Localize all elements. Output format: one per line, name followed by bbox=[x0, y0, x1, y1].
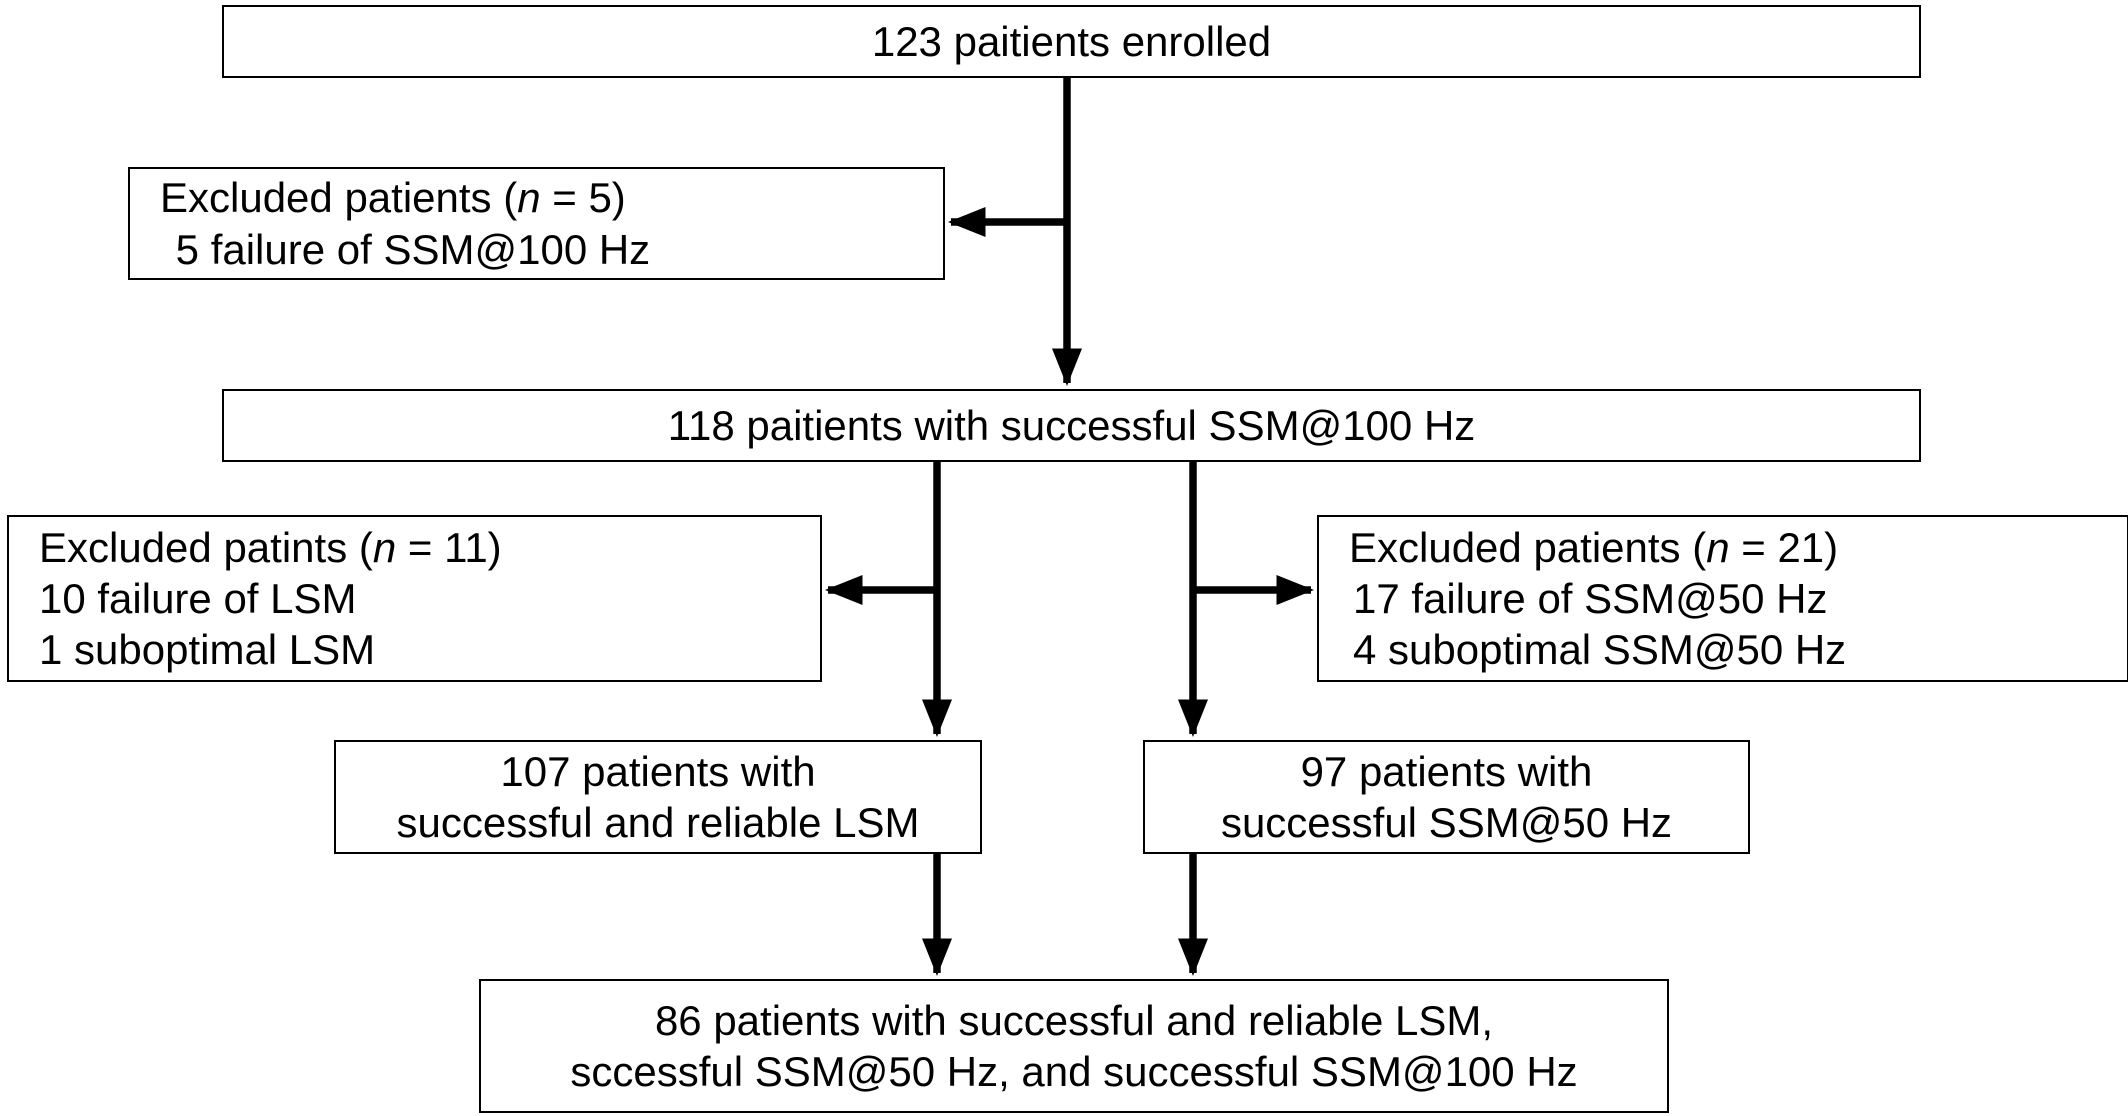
final-cohort-line-2: sccessful SSM@50 Hz, and successful SSM@… bbox=[570, 1048, 1578, 1095]
reliable-lsm-line-1: 107 patients with bbox=[500, 747, 816, 795]
excluded-lsm-box: Excluded patints (n = 11) 10 failure of … bbox=[7, 515, 822, 682]
heading-suffix: = 5) bbox=[540, 174, 626, 222]
final-cohort-line-1: 86 patients with successful and reliable… bbox=[654, 996, 1494, 1044]
successful-ssm50-box: 97 patients with successful SSM@50 Hz bbox=[1143, 740, 1750, 854]
heading-prefix: Excluded patients ( bbox=[1349, 523, 1707, 571]
enrolled-text: 123 paitients enrolled bbox=[871, 17, 1272, 65]
excluded-lsm-heading: Excluded patints (n = 11) bbox=[39, 522, 820, 573]
successful-ssm100-box: 118 paitients with successful SSM@100 Hz bbox=[222, 389, 1921, 462]
heading-suffix: = 21) bbox=[1729, 523, 1839, 571]
excluded-ssm50-reason-2: 4 suboptimal SSM@50 Hz bbox=[1353, 626, 1847, 674]
excluded-ssm50-box: Excluded patients (n = 21) 17 failure of… bbox=[1317, 515, 2128, 682]
successful-ssm50-line-2: successful SSM@50 Hz bbox=[1220, 799, 1673, 846]
excluded-lsm-reason-1: 10 failure of LSM bbox=[39, 574, 357, 622]
heading-suffix: = 11) bbox=[396, 523, 502, 571]
excluded-lsm-reason-2: 1 suboptimal LSM bbox=[39, 626, 376, 674]
final-cohort-box: 86 patients with successful and reliable… bbox=[479, 979, 1669, 1113]
excluded-ssm100-box: Excluded patients (n = 5) 5 failure of S… bbox=[128, 167, 945, 280]
successful-ssm100-text: 118 paitients with successful SSM@100 Hz bbox=[667, 401, 1476, 449]
enrolled-box: 123 paitients enrolled bbox=[222, 5, 1921, 78]
heading-italic-n: n bbox=[517, 174, 541, 222]
excluded-ssm100-reason: 5 failure of SSM@100 Hz bbox=[164, 225, 651, 273]
heading-prefix: Excluded patients ( bbox=[160, 174, 518, 222]
excluded-ssm100-heading: Excluded patients (n = 5) bbox=[160, 172, 943, 223]
reliable-lsm-line-2: successful and reliable LSM bbox=[396, 799, 920, 846]
reliable-lsm-box: 107 patients with successful and reliabl… bbox=[334, 740, 982, 854]
heading-italic-n: n bbox=[1706, 523, 1730, 571]
successful-ssm50-line-1: 97 patients with bbox=[1300, 747, 1593, 795]
excluded-ssm50-heading: Excluded patients (n = 21) bbox=[1349, 522, 2127, 573]
heading-prefix: Excluded patints ( bbox=[39, 523, 373, 571]
excluded-ssm50-reason-1: 17 failure of SSM@50 Hz bbox=[1353, 574, 1828, 622]
heading-italic-n: n bbox=[372, 523, 397, 571]
